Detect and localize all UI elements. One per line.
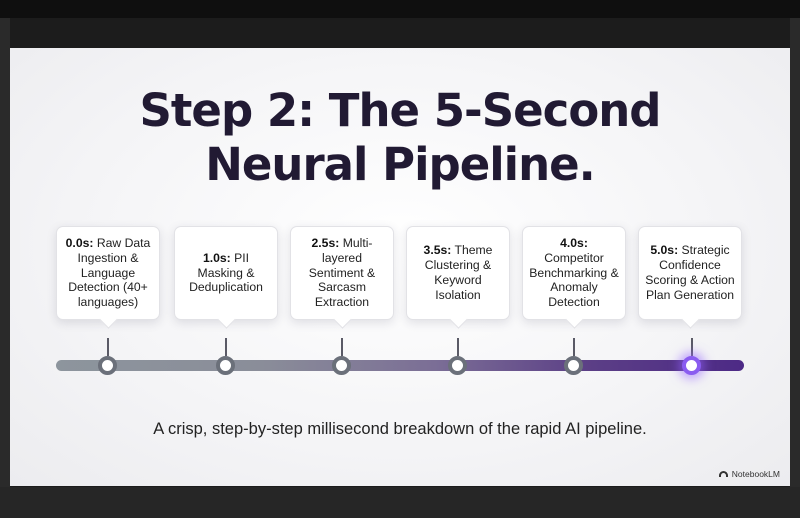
timeline-node-1 bbox=[216, 356, 235, 375]
viewer-left-margin bbox=[0, 18, 10, 488]
timeline-node-2 bbox=[332, 356, 351, 375]
step-card-text: 3.5s: Theme Clustering & Keyword Isolati… bbox=[413, 243, 503, 302]
step-description: Multi-layered Sentiment & Sarcasm Extrac… bbox=[308, 236, 376, 310]
step-card-text: 4.0s: Competitor Benchmarking & Anomaly … bbox=[529, 236, 619, 310]
presentation-slide: Step 2: The 5-Second Neural Pipeline. 0.… bbox=[10, 48, 790, 486]
timeline-node-0 bbox=[98, 356, 117, 375]
step-card-1: 1.0s: PII Masking & Deduplication bbox=[174, 226, 278, 320]
step-card-text: 5.0s: Strategic Confidence Scoring & Act… bbox=[645, 243, 735, 302]
viewer-right-margin bbox=[790, 18, 800, 488]
step-connector-4 bbox=[573, 338, 575, 356]
step-time: 5.0s: bbox=[650, 243, 679, 258]
step-card-text: 1.0s: PII Masking & Deduplication bbox=[181, 251, 271, 295]
timeline-track bbox=[56, 360, 744, 371]
step-description: Raw Data Ingestion & Language Detection … bbox=[68, 236, 151, 310]
timeline-node-4 bbox=[564, 356, 583, 375]
slide-title: Step 2: The 5-Second Neural Pipeline. bbox=[10, 84, 790, 192]
step-connector-5 bbox=[691, 338, 693, 356]
viewer-bottom-bar bbox=[0, 487, 800, 518]
step-card-0: 0.0s: Raw Data Ingestion & Language Dete… bbox=[56, 226, 160, 320]
step-time: 3.5s: bbox=[423, 243, 452, 258]
step-card-text: 0.0s: Raw Data Ingestion & Language Dete… bbox=[63, 236, 153, 310]
step-time: 1.0s: bbox=[202, 250, 231, 265]
step-description: PII Masking & Deduplication bbox=[189, 250, 263, 295]
step-connector-0 bbox=[107, 338, 109, 356]
timeline-node-3 bbox=[448, 356, 467, 375]
step-card-3: 3.5s: Theme Clustering & Keyword Isolati… bbox=[406, 226, 510, 320]
step-card-5: 5.0s: Strategic Confidence Scoring & Act… bbox=[638, 226, 742, 320]
slide-title-line-2: Neural Pipeline. bbox=[205, 138, 596, 191]
viewer-top-bar bbox=[0, 0, 800, 18]
notebooklm-logo-icon bbox=[718, 471, 728, 477]
step-card-4: 4.0s: Competitor Benchmarking & Anomaly … bbox=[522, 226, 626, 320]
slide-subtitle: A crisp, step-by-step millisecond breakd… bbox=[153, 420, 647, 438]
step-connector-3 bbox=[457, 338, 459, 356]
step-time: 4.0s: bbox=[560, 236, 588, 250]
step-connector-1 bbox=[225, 338, 227, 356]
slide-title-line-1: Step 2: The 5-Second bbox=[139, 84, 662, 137]
step-card-text: 2.5s: Multi-layered Sentiment & Sarcasm … bbox=[297, 236, 387, 310]
step-description: Theme Clustering & Keyword Isolation bbox=[424, 243, 493, 302]
step-connector-2 bbox=[341, 338, 343, 356]
step-description: Competitor Benchmarking & Anomaly Detect… bbox=[529, 250, 619, 310]
step-description: Strategic Confidence Scoring & Action Pl… bbox=[645, 243, 735, 302]
step-time: 2.5s: bbox=[311, 236, 340, 250]
step-card-2: 2.5s: Multi-layered Sentiment & Sarcasm … bbox=[290, 226, 394, 320]
pipeline-timeline: 0.0s: Raw Data Ingestion & Language Dete… bbox=[10, 48, 790, 486]
brand-watermark: NotebookLM bbox=[718, 469, 780, 479]
timeline-node-5-active bbox=[682, 356, 701, 375]
step-time: 0.0s: bbox=[65, 236, 94, 250]
brand-name: NotebookLM bbox=[731, 469, 780, 479]
